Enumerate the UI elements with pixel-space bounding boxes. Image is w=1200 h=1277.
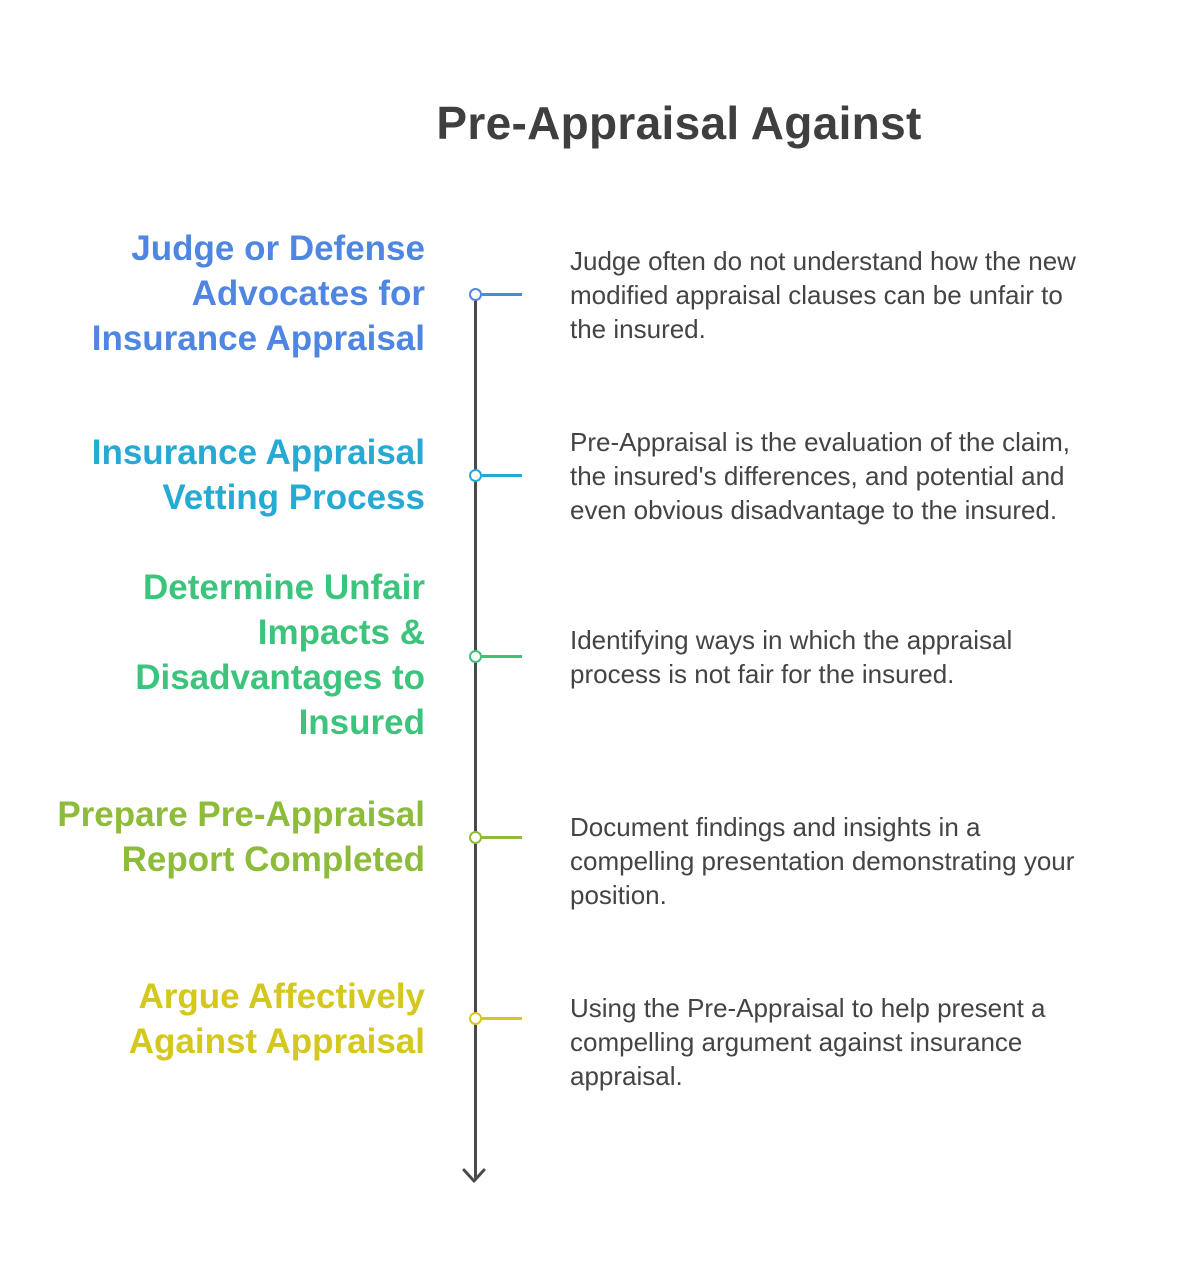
step-label-determine-unfair-impacts: Determine Unfair Impacts & Disadvantages… [135,568,425,742]
step-description: Judge often do not understand how the ne… [570,246,1076,344]
arrow-down-icon [462,1168,486,1183]
step-label-prepare-report: Prepare Pre-Appraisal Report Completed [57,795,425,879]
step-label-judge-or-defense: Judge or Defense Advocates for Insurance… [91,229,425,358]
step-connector [482,836,522,839]
step-node [469,469,482,482]
step-node [469,1012,482,1025]
step-connector [482,293,522,296]
step-description: Document findings and insights in a comp… [570,812,1075,910]
step-description: Using the Pre-Appraisal to help present … [570,993,1046,1091]
step-node [469,288,482,301]
diagram-title: Pre-Appraisal Against [436,97,922,149]
step-connector [482,655,522,658]
step-label-argue-against-appraisal: Argue Affectively Against Appraisal [128,977,425,1061]
step-label-vetting-process: Insurance Appraisal Vetting Process [91,433,425,517]
step-connector [482,474,522,477]
step-description: Pre-Appraisal is the evaluation of the c… [570,427,1071,525]
step-description: Identifying ways in which the appraisal … [570,625,1013,689]
step-node [469,650,482,663]
timeline-axis [474,292,477,1178]
step-connector [482,1017,522,1020]
step-node [469,831,482,844]
